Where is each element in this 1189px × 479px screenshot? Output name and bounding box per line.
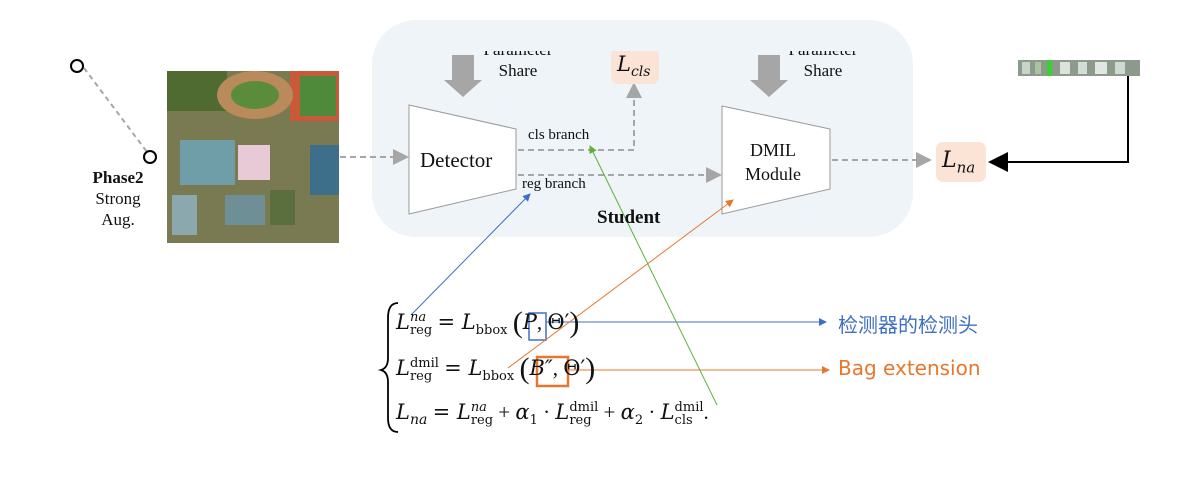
equation-brace	[377, 302, 399, 433]
detector-block	[408, 104, 517, 215]
param-share-arrow-right	[750, 55, 788, 97]
lcls-base: L	[617, 52, 631, 76]
lcls-sub: cls	[630, 64, 651, 81]
eq2-arg1: B″	[529, 356, 553, 380]
param-share-right-line2: Share	[803, 61, 843, 80]
orange-annotation-label: Bag extension	[838, 356, 981, 380]
param-share-right-label: Parameter Share	[773, 47, 873, 89]
phase-node	[143, 150, 157, 164]
eq3-a2: α2	[620, 400, 644, 429]
phase-line3: Aug.	[101, 210, 135, 229]
phase-line2: Strong	[95, 189, 141, 208]
phase-node-top	[70, 59, 84, 73]
lcls-box	[611, 48, 659, 84]
student-title: Student	[597, 207, 661, 228]
eq1-func: Lbbox	[461, 310, 508, 339]
top-crop-mask	[460, 40, 890, 51]
eq2-func: Lbbox	[468, 356, 515, 385]
lna-sub: na	[956, 158, 976, 177]
eq3-a1: α1	[515, 400, 538, 429]
eq1-arg1: P	[522, 310, 537, 334]
orange-arrow-to-dmil	[507, 199, 734, 369]
b-highlight-box	[535, 355, 570, 388]
param-share-left-line2: Share	[498, 61, 538, 80]
phase-label: Phase2 Strong Aug.	[78, 167, 158, 230]
lna-label: Lna	[942, 148, 975, 176]
dmil-block	[721, 105, 831, 215]
aerial-image	[167, 71, 339, 243]
cls-branch-label: cls branch	[528, 127, 590, 143]
param-share-left-label: Parameter Share	[468, 47, 568, 89]
dmil-line2: Module	[745, 164, 801, 184]
eq1-arg2: Θ′	[547, 310, 570, 334]
dmil-line1: DMIL	[750, 140, 796, 160]
p-highlight-box	[528, 312, 547, 341]
blue-arrow-to-reg	[410, 193, 531, 316]
eq2-arg2: Θ′	[563, 356, 586, 380]
reg-branch-label: reg branch	[522, 176, 586, 192]
detector-label: Detector	[420, 148, 493, 172]
cropped-image-strip	[1018, 60, 1140, 76]
param-share-arrow-left	[444, 55, 482, 97]
blue-annotation-label: 检测器的检测头	[838, 313, 978, 337]
eq3-lhs: Lna	[396, 400, 428, 429]
lcls-label: Lcls	[617, 52, 650, 80]
green-arrow-to-cls	[589, 145, 718, 406]
dmil-label: DMIL Module	[733, 138, 813, 186]
lna-box	[936, 142, 986, 182]
phase-title: Phase2	[92, 168, 144, 187]
lna-base: L	[942, 148, 957, 173]
